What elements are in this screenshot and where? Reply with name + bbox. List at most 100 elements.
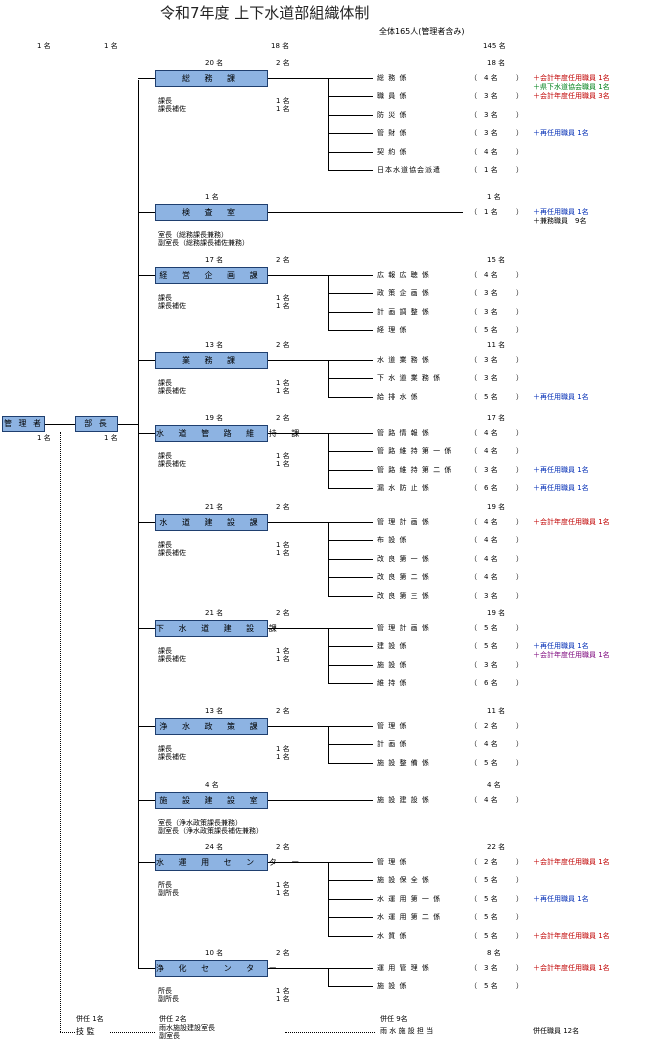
connector — [328, 664, 373, 666]
staff-count: 1 名 — [276, 541, 290, 549]
paren-open: （ — [470, 573, 477, 582]
section-name: 政 策 企 画 係 — [377, 289, 430, 298]
section-name: 管 路 維 持 第 二 係 — [377, 465, 453, 474]
dept-box: 総 務 課 — [155, 70, 268, 87]
paren-close: ） — [516, 447, 523, 456]
paren-open: （ — [470, 326, 477, 335]
paren-close: ） — [516, 858, 523, 866]
section-name: 運 用 管 理 係 — [377, 964, 430, 972]
paren-close: ） — [516, 722, 523, 730]
dept-count: 10 名 — [205, 949, 224, 957]
section-count: 3 名 — [484, 465, 498, 474]
dept-mgr-count: 2 名 — [276, 414, 290, 422]
section-count: 6 名 — [484, 679, 498, 688]
connector — [118, 424, 138, 425]
section-name: 管 理 計 画 係 — [377, 624, 430, 632]
paren-close: ） — [516, 982, 523, 991]
staff-count: 1 名 — [276, 452, 290, 460]
section-name: 改 良 第 二 係 — [377, 573, 430, 582]
staff-note: ＋会計年度任用職員 3名 — [533, 92, 610, 101]
staff-note: ＋再任用職員 1名 — [533, 484, 589, 493]
dept-mgr-count: 2 名 — [276, 843, 290, 851]
paren-close: ） — [516, 356, 523, 364]
connector — [328, 212, 463, 213]
staff-role: 所長 — [158, 987, 172, 995]
staff-note: ＋再任用職員 1名 — [533, 894, 589, 903]
header-count-2: 1 名 — [104, 42, 118, 50]
paren-open: （ — [470, 518, 477, 526]
dept-box: 業 務 課 — [155, 352, 268, 369]
section-count: 3 名 — [484, 289, 498, 298]
section-count: 4 名 — [484, 271, 498, 279]
staff-role: 課長 — [158, 647, 172, 655]
paren-close: ） — [516, 758, 523, 767]
paren-close: ） — [516, 289, 523, 298]
staff-role: 副所長 — [158, 889, 179, 897]
section-name: 広 報 広 聴 係 — [377, 271, 430, 279]
connector — [328, 683, 373, 685]
dept-box: 浄 水 政 策 課 — [155, 718, 268, 735]
paren-open: （ — [470, 624, 477, 632]
section-name: 契 約 係 — [377, 147, 408, 156]
section-total: 11 名 — [487, 341, 506, 349]
staff-note: ＋再任用職員 1名 — [533, 465, 589, 474]
branch-line — [328, 968, 329, 988]
admin-box: 管 理 者 — [2, 416, 45, 432]
staff-count: 1 名 — [276, 460, 290, 468]
section-name: 建 設 係 — [377, 642, 408, 651]
section-name: 布 設 係 — [377, 536, 408, 545]
dept-box: 浄 化 セ ン タ ー — [155, 960, 277, 977]
paren-open: （ — [470, 484, 477, 493]
section-name: 管 財 係 — [377, 129, 408, 138]
staff-count: 1 名 — [276, 387, 290, 395]
dept-mgr-count: 2 名 — [276, 256, 290, 264]
paren-open: （ — [470, 722, 477, 730]
staff-role: 課長 — [158, 294, 172, 302]
connector — [138, 522, 155, 523]
paren-open: （ — [470, 858, 477, 866]
paren-close: ） — [516, 147, 523, 156]
connector — [268, 968, 328, 969]
connector — [328, 451, 373, 453]
dept-mgr-count: 2 名 — [276, 59, 290, 67]
connector — [268, 212, 328, 213]
sec-name-2: 副室長 — [159, 1032, 180, 1040]
section-count: 4 名 — [484, 518, 498, 526]
connector — [328, 744, 373, 746]
connector — [268, 726, 328, 727]
connector — [328, 78, 373, 79]
section-name: 管 理 係 — [377, 858, 408, 866]
paren-close: ） — [516, 624, 523, 632]
connector — [328, 762, 373, 764]
dept-count: 19 名 — [205, 414, 224, 422]
connector — [328, 862, 373, 863]
connector — [328, 577, 373, 579]
section-count: 4 名 — [484, 796, 498, 804]
staff-role: 課長補佐 — [158, 753, 186, 761]
paren-close: ） — [516, 326, 523, 335]
paren-close: ） — [516, 518, 523, 526]
section-count: 4 名 — [484, 536, 498, 545]
dept-box: 施 設 建 設 室 — [155, 792, 268, 809]
connector — [268, 78, 328, 79]
paren-close: ） — [516, 679, 523, 688]
staff-role: 課長補佐 — [158, 387, 186, 395]
section-count: 3 名 — [484, 374, 498, 383]
paren-close: ） — [516, 894, 523, 903]
connector — [268, 862, 328, 863]
staff-role: 課長 — [158, 379, 172, 387]
staff-role: 所長 — [158, 881, 172, 889]
paren-open: （ — [470, 554, 477, 563]
connector — [328, 96, 373, 98]
connector — [268, 433, 328, 434]
staff-note: ＋県下水道協会職員 1名 — [533, 83, 610, 91]
paren-open: （ — [470, 392, 477, 401]
paren-close: ） — [516, 591, 523, 600]
paren-open: （ — [470, 110, 477, 119]
paren-open: （ — [470, 374, 477, 383]
section-name: 計 画 係 — [377, 740, 408, 749]
staff-role: 副室長（総務課長補佐兼務） — [158, 239, 249, 247]
connector — [328, 311, 373, 313]
staff-role: 課長 — [158, 452, 172, 460]
dotted-line — [110, 1032, 155, 1033]
